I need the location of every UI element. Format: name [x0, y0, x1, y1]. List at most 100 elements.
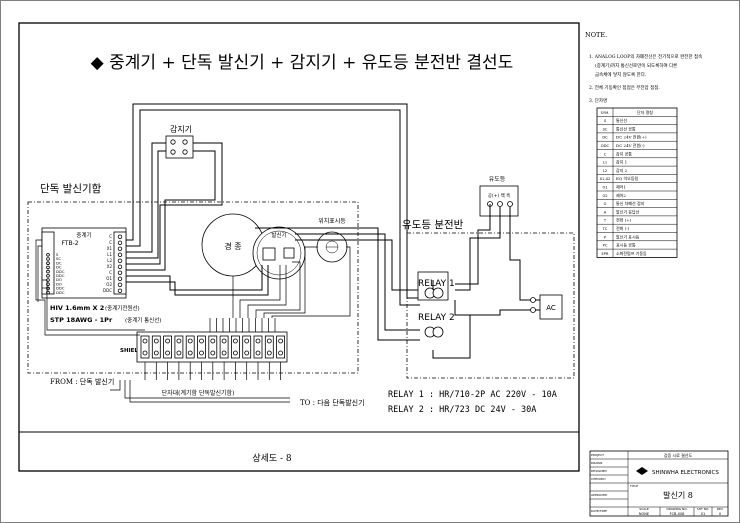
module-left-terminal-label: DO [56, 281, 62, 286]
table-cell-sym: L2 [603, 169, 607, 173]
table-cell-name: 단자 명칭 [637, 109, 653, 115]
module-terminal-icon [46, 265, 50, 270]
relay1-spec: RELAY 1 : HR/710-2P AC 220V - 10A [388, 390, 557, 400]
table-cell-name: 제어1 [616, 184, 626, 190]
terminal-post-icon [163, 335, 173, 359]
table-cell-name: 통신선 공통 [616, 125, 636, 131]
table-cell-sym: X1,X2 [600, 177, 611, 181]
to-label: TO : 다음 단독발신기 [300, 398, 365, 407]
module-model: FTB-2 [61, 240, 78, 247]
terminal-post-icon [264, 335, 274, 359]
module-terminal-icon [117, 234, 123, 239]
table-cell-name: 감지 2 [616, 167, 628, 173]
table-cell-name: 전화 (-) [616, 225, 630, 231]
title-block: PROJECT 검증 시료 결선도 DRAWN DESIGNED CHECKED… [589, 450, 729, 517]
terminal-post-icon [242, 335, 252, 359]
company-logo-icon [636, 467, 648, 475]
tb-scale: NONE [639, 512, 649, 516]
module-left-terminal-label: DC [56, 260, 62, 265]
table-cell-sym: T [603, 219, 607, 223]
exit-light-terminal-icons [487, 201, 513, 207]
exit-light-terminals: 공(+) 백 흑 [488, 192, 511, 199]
diagram-title: ◆ 중계기 + 단독 발신기 + 감지기 + 유도등 분전반 결선도 [91, 53, 514, 73]
detector-icon [165, 135, 194, 159]
terminal-post-icon [276, 335, 286, 359]
tb-row-label: DATE/TIME [591, 509, 607, 513]
drawing-frame [18, 22, 580, 472]
table-cell-sym: TC [602, 227, 608, 231]
module-right-terminal-label: O2 [106, 282, 112, 287]
hiv-label: HIV 1.6mm X 2 [50, 304, 104, 312]
tb-row-label: DESIGNED [591, 469, 607, 473]
tb-dwg: FCB-008 [670, 512, 685, 516]
tb-rev-label: REV [717, 507, 724, 511]
detail-label: 상세도 - 8 [252, 453, 292, 464]
terminal-caption: 단자대(계기함 단독발신기함) [162, 389, 235, 397]
relay1-label: RELAY 1 [418, 279, 455, 289]
note-line: (중계기)까지 통신선로만이 되도록하여 다른 [595, 62, 677, 69]
module-left-terminal-label: S [56, 252, 59, 257]
module-terminal-icon [117, 288, 123, 293]
tb-title: 발신기 8 [663, 490, 693, 500]
tb-rev: 0 [719, 512, 721, 516]
module-name: 중계기 [76, 231, 91, 239]
note-line: 1. ANALOG LOOP의 차폐전선은 전기적으로 완전한 접속 [589, 53, 702, 60]
terminal-post-icon [208, 335, 218, 359]
terminal-post-icon [140, 335, 150, 359]
tb-scale-label: SCALE [639, 507, 649, 511]
from-label: FROM : 단독 발신기 [50, 377, 114, 386]
terminal-block [136, 318, 288, 380]
module-left-terminal-label: DC [56, 265, 62, 270]
tb-row-label: DRAWN [591, 461, 602, 465]
table-cell-sym: C [604, 152, 607, 156]
ac-box [539, 294, 563, 320]
shield-label: SHIELD [120, 348, 143, 354]
table-cell-sym: P [604, 235, 607, 239]
table-cell-sym: S [604, 119, 607, 123]
module-terminal-icon [46, 273, 50, 278]
terminal-post-icon [219, 335, 229, 359]
table-cell-name: 발신기 표시등 [616, 233, 640, 239]
module-terminal-icon [117, 252, 123, 257]
module-left-terminal-label: DDC [56, 286, 65, 291]
module-terminal-icon [46, 253, 50, 257]
table-cell-name: 발신기 응답선 [616, 208, 640, 214]
detector-label: 감지기 [170, 124, 192, 134]
terminal-post-icon [230, 335, 240, 359]
module-terminal-icon [117, 258, 123, 263]
table-cell-sym: O1 [602, 186, 607, 190]
table-cell-name: 전화 (+) [616, 217, 632, 223]
tb-sheet: 01 [701, 512, 705, 516]
hiv-sub-label: (중계기전원선) [105, 304, 140, 312]
module-terminal-icon [117, 276, 123, 281]
table-cell-name: DC 24V 전원(+) [616, 134, 647, 140]
transmitter-label: 발신기 [271, 231, 286, 239]
module-right-terminal-label: C [109, 240, 112, 245]
table-cell-sym: A [604, 210, 607, 214]
table-cell-sym: SYM. [601, 111, 610, 115]
tb-project: 검증 시료 결선도 [664, 452, 693, 458]
module-terminal-icon [117, 282, 123, 287]
terminal-post-icon [174, 335, 184, 359]
note-line: 2. 전체 기동확인 접점은 무전압 접점. [589, 84, 660, 91]
terminal-post-icon [151, 335, 161, 359]
exit-light-box [479, 185, 519, 217]
module-terminal-icon [117, 264, 123, 269]
table-cell-sym: DC [602, 136, 608, 140]
table-cell-name: EQ 이오등림 [616, 175, 639, 181]
module-right-terminal-label: O1 [106, 276, 112, 281]
relay2-coil-icon [424, 326, 444, 338]
module-terminal-icon [117, 270, 123, 275]
module-right-terminal-label: DDC [103, 288, 112, 293]
module-right-terminal-label: L1 [107, 252, 112, 257]
relay1-coil-icon [424, 287, 444, 299]
module-terminal-icon [46, 261, 50, 266]
table-cell-sym: DDC [601, 144, 610, 148]
table-cell-name: 감지 공통 [616, 150, 632, 156]
table-cell-sym: EPR [602, 252, 609, 256]
table-cell-name: 감지 1 [616, 159, 627, 165]
module-left-terminal-label: DDC [56, 269, 65, 274]
tb-company: SHINWHA ELECTRONICS [652, 470, 719, 476]
